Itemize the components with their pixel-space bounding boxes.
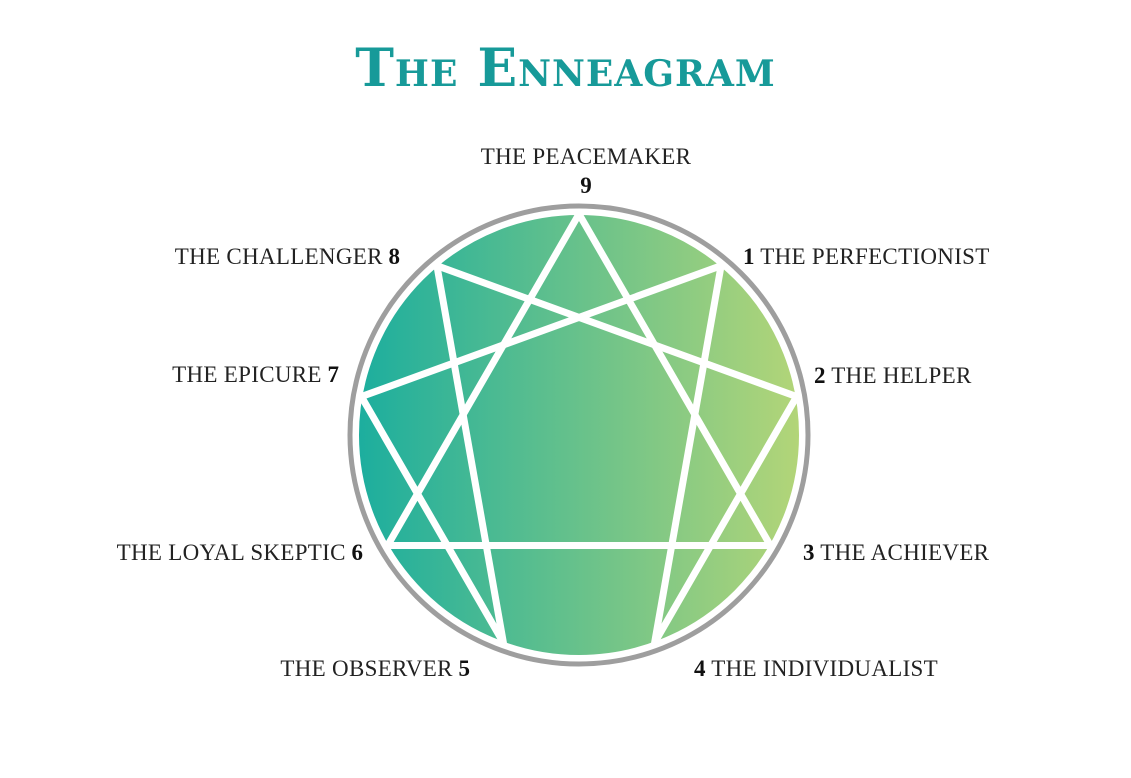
label-type-2: 2 THE HELPER — [814, 364, 972, 387]
type-4-name: THE INDIVIDUALIST — [711, 656, 938, 681]
type-1-number: 1 — [743, 244, 755, 269]
type-9-number: 9 — [580, 173, 592, 198]
type-5-number: 5 — [458, 656, 471, 681]
type-2-name: THE HELPER — [831, 363, 972, 388]
enneagram-gradient-disc — [357, 213, 801, 657]
type-2-number: 2 — [814, 363, 826, 388]
label-type-3: 3 THE ACHIEVER — [803, 541, 989, 564]
label-type-5: THE OBSERVER 5 — [280, 657, 470, 680]
type-8-name: THE CHALLENGER — [174, 244, 383, 269]
label-type-7: THE EPICURE 7 — [172, 363, 339, 386]
label-type-6: THE LOYAL SKEPTIC 6 — [117, 541, 363, 564]
type-6-number: 6 — [351, 540, 364, 565]
type-4-number: 4 — [694, 656, 706, 681]
type-9-name: THE PEACEMAKER — [480, 144, 692, 169]
enneagram-outer-ring — [347, 203, 811, 667]
type-7-name: THE EPICURE — [172, 362, 322, 387]
type-8-number: 8 — [388, 244, 401, 269]
type-5-name: THE OBSERVER — [280, 656, 453, 681]
type-3-name: THE ACHIEVER — [820, 540, 990, 565]
enneagram-hexad — [357, 262, 801, 647]
type-7-number: 7 — [327, 362, 340, 387]
label-type-8: THE CHALLENGER 8 — [175, 245, 400, 268]
enneagram-triangle — [384, 210, 774, 549]
page-title: The Enneagram — [355, 38, 776, 99]
type-1-name: THE PERFECTIONIST — [760, 244, 990, 269]
label-type-1: 1 THE PERFECTIONIST — [743, 245, 990, 268]
type-6-name: THE LOYAL SKEPTIC — [116, 540, 346, 565]
label-type-4: 4 THE INDIVIDUALIST — [694, 657, 938, 680]
label-type-9: THE PEACEMAKER 9 — [478, 145, 694, 197]
type-3-number: 3 — [803, 540, 815, 565]
